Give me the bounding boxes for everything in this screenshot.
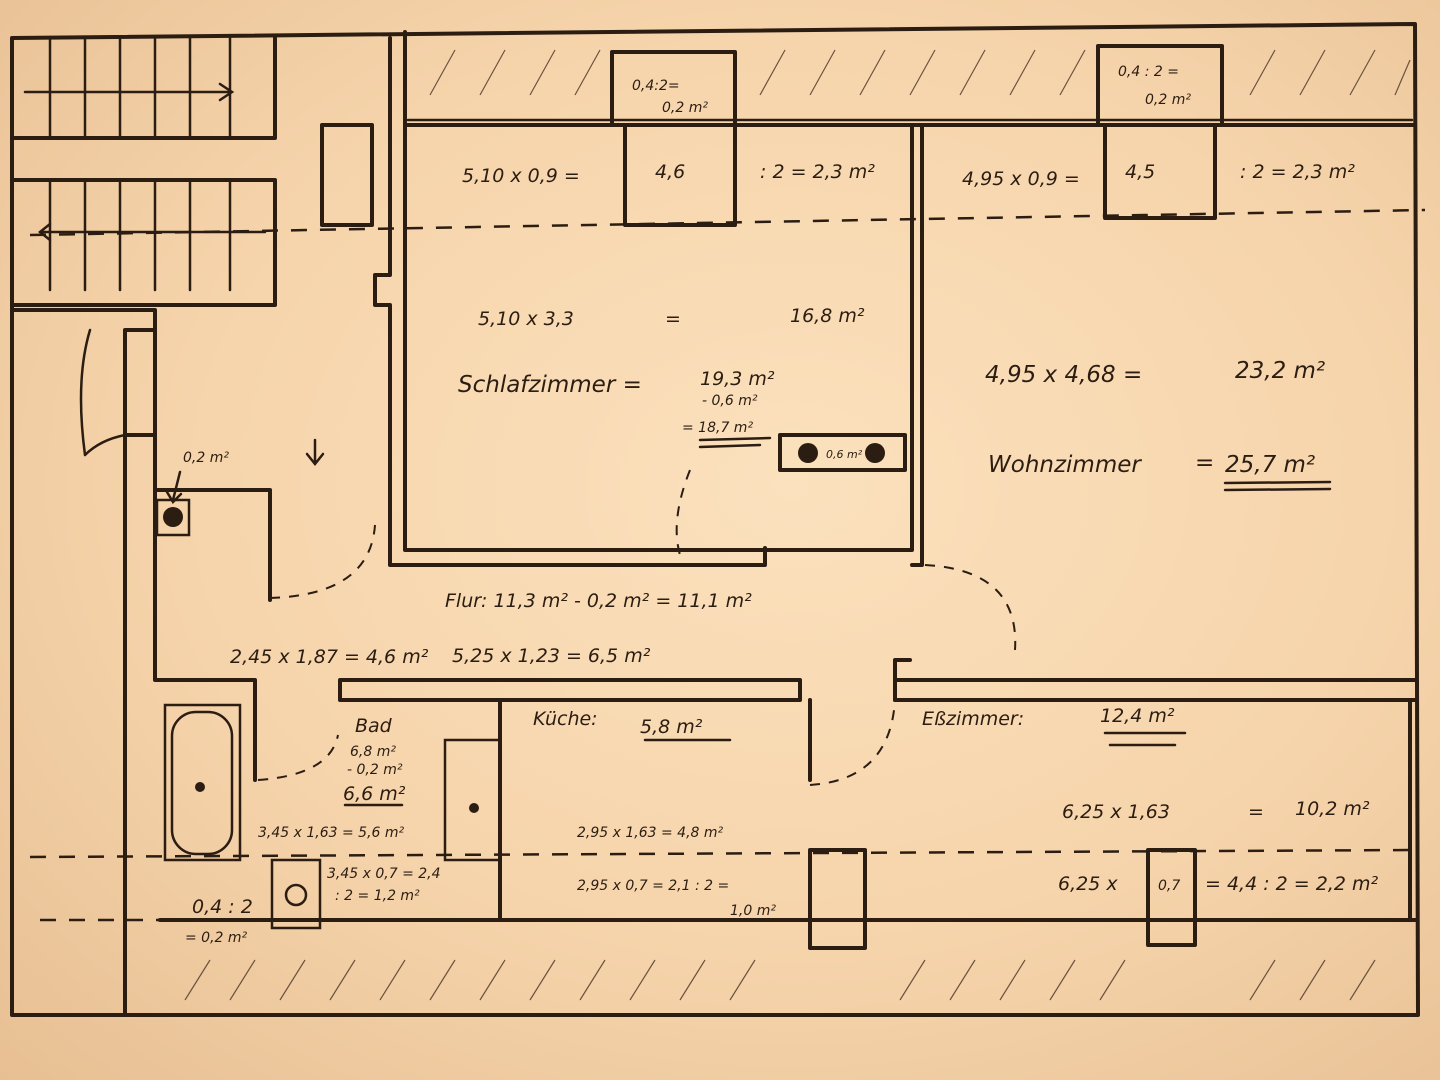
esszimmer-name: Eßzimmer: — [922, 708, 1024, 730]
down-arrow-icon — [305, 438, 325, 467]
chimney-top-left-line1: 0,4:2= — [632, 78, 680, 94]
hall-walls — [10, 36, 924, 1017]
schlafzimmer-sum1: 19,3 m² — [700, 368, 775, 390]
kueche-calc2: 2,95 x 0,7 = 2,1 : 2 = — [577, 878, 729, 894]
flur-part1: 2,45 x 1,87 = 4,6 m² — [230, 646, 429, 668]
schlafzimmer-main-calc: 5,10 x 3,3 — [478, 308, 574, 330]
schlafzimmer-main-area: 16,8 m² — [790, 305, 865, 327]
wohnzimmer-slope-half: : 2 = 2,3 m² — [1240, 161, 1355, 183]
bad-chimney1: 0,4 : 2 — [192, 896, 253, 918]
wohnzimmer-eq: = — [1195, 450, 1214, 476]
underlines — [343, 436, 1332, 807]
esszimmer-area: 12,4 m² — [1100, 705, 1175, 727]
wohnzimmer-name: Wohnzimmer — [988, 452, 1142, 478]
flue-dot — [155, 498, 191, 537]
bad-l1: 6,8 m² — [350, 744, 396, 760]
chimney-top-right-labels: 0,4 : 2 = 0,2 m² — [1118, 64, 1191, 108]
bad-l3: 6,6 m² — [343, 783, 406, 805]
kueche-calc1: 2,95 x 1,63 = 4,8 m² — [577, 825, 724, 841]
bad-calc1: 3,45 x 1,63 = 5,6 m² — [258, 825, 405, 841]
schlafzimmer-slope-value: 4,6 — [655, 161, 685, 183]
bad-l2: - 0,2 m² — [347, 762, 403, 778]
chimney-top-right — [1096, 44, 1224, 220]
esszimmer-calc2: 6,25 x — [1058, 873, 1118, 895]
schlafzimmer-sum3: = 18,7 m² — [682, 420, 753, 436]
slope-line-bottom — [29, 848, 1416, 922]
hatch-lines — [184, 49, 1411, 1001]
esszimmer-calc2-res: = 4,4 : 2 = 2,2 m² — [1205, 873, 1379, 895]
bad-labels: Bad 6,8 m² - 0,2 m² 6,6 m² 3,45 x 1,63 =… — [185, 715, 441, 946]
wohnzimmer-labels: 4,95 x 0,9 = 4,5 : 2 = 2,3 m² 4,95 x 4,6… — [962, 161, 1355, 478]
chimney-top-left-labels: 0,4:2= 0,2 m² — [632, 78, 708, 116]
outer-wall — [10, 22, 1420, 1017]
kueche-labels: Küche: 5,8 m² 2,95 x 1,63 = 4,8 m² 2,95 … — [533, 708, 776, 919]
kueche-area: 5,8 m² — [640, 716, 703, 738]
wohnzimmer-main-calc: 4,95 x 4,68 = — [985, 362, 1142, 388]
staircase — [10, 34, 277, 307]
bad-calc2: 3,45 x 0,7 = 2,4 — [327, 866, 441, 882]
schlafzimmer-slope-calc: 5,10 x 0,9 = — [462, 165, 580, 187]
slope-line-top — [29, 208, 1426, 237]
flur-part2: 5,25 x 1,23 = 6,5 m² — [452, 645, 651, 667]
chimney-top-left-line2: 0,2 m² — [662, 100, 708, 116]
esszimmer-labels: Eßzimmer: 12,4 m² 6,25 x 1,63 = 10,2 m² … — [922, 705, 1379, 895]
bad-name: Bad — [355, 715, 393, 737]
wohnzimmer-main-area: 23,2 m² — [1235, 358, 1325, 384]
stove — [778, 433, 907, 472]
schlafzimmer-sum2: - 0,6 m² — [702, 393, 758, 409]
bathtub — [163, 703, 242, 862]
toilet — [270, 858, 322, 930]
flur-calc: Flur: 11,3 m² - 0,2 m² = 11,1 m² — [445, 590, 752, 612]
esszimmer-calc1-res: 10,2 m² — [1295, 798, 1370, 820]
roof-hatch-top — [403, 30, 1417, 127]
chimney-top-right-line1: 0,4 : 2 = — [1118, 64, 1179, 80]
kueche-calc3: 1,0 m² — [730, 903, 776, 919]
schlafzimmer-slope-half: : 2 = 2,3 m² — [760, 161, 875, 183]
lower-walls — [338, 658, 1417, 922]
bad-calc3: : 2 = 1,2 m² — [335, 888, 420, 904]
schlafzimmer-labels: 5,10 x 0,9 = 4,6 : 2 = 2,3 m² 5,10 x 3,3… — [458, 161, 875, 461]
sink — [443, 738, 502, 862]
stove-label: 0,6 m² — [826, 448, 863, 461]
esszimmer-calc2-box: 0,7 — [1158, 878, 1180, 894]
esszimmer-calc1-eq: = — [1248, 801, 1264, 823]
wohnzimmer-total: 25,7 m² — [1225, 452, 1315, 478]
chimney-top-right-line2: 0,2 m² — [1145, 92, 1191, 108]
kueche-name: Küche: — [533, 708, 598, 730]
schlafzimmer-name: Schlafzimmer = — [458, 372, 642, 398]
bad-chimney2: = 0,2 m² — [185, 930, 248, 946]
flur-labels: Flur: 11,3 m² - 0,2 m² = 11,1 m² 2,45 x … — [183, 450, 752, 668]
schlafzimmer-main-eq: = — [665, 308, 681, 330]
door-swings — [79, 328, 1017, 786]
pointer-arrow-icon — [165, 470, 183, 505]
flur-chimney: 0,2 m² — [183, 450, 229, 466]
chimney-bottom — [808, 848, 1197, 950]
wohnzimmer-slope-calc: 4,95 x 0,9 = — [962, 168, 1080, 190]
wohnzimmer-slope-value: 4,5 — [1125, 161, 1155, 183]
esszimmer-calc1: 6,25 x 1,63 — [1062, 801, 1170, 823]
